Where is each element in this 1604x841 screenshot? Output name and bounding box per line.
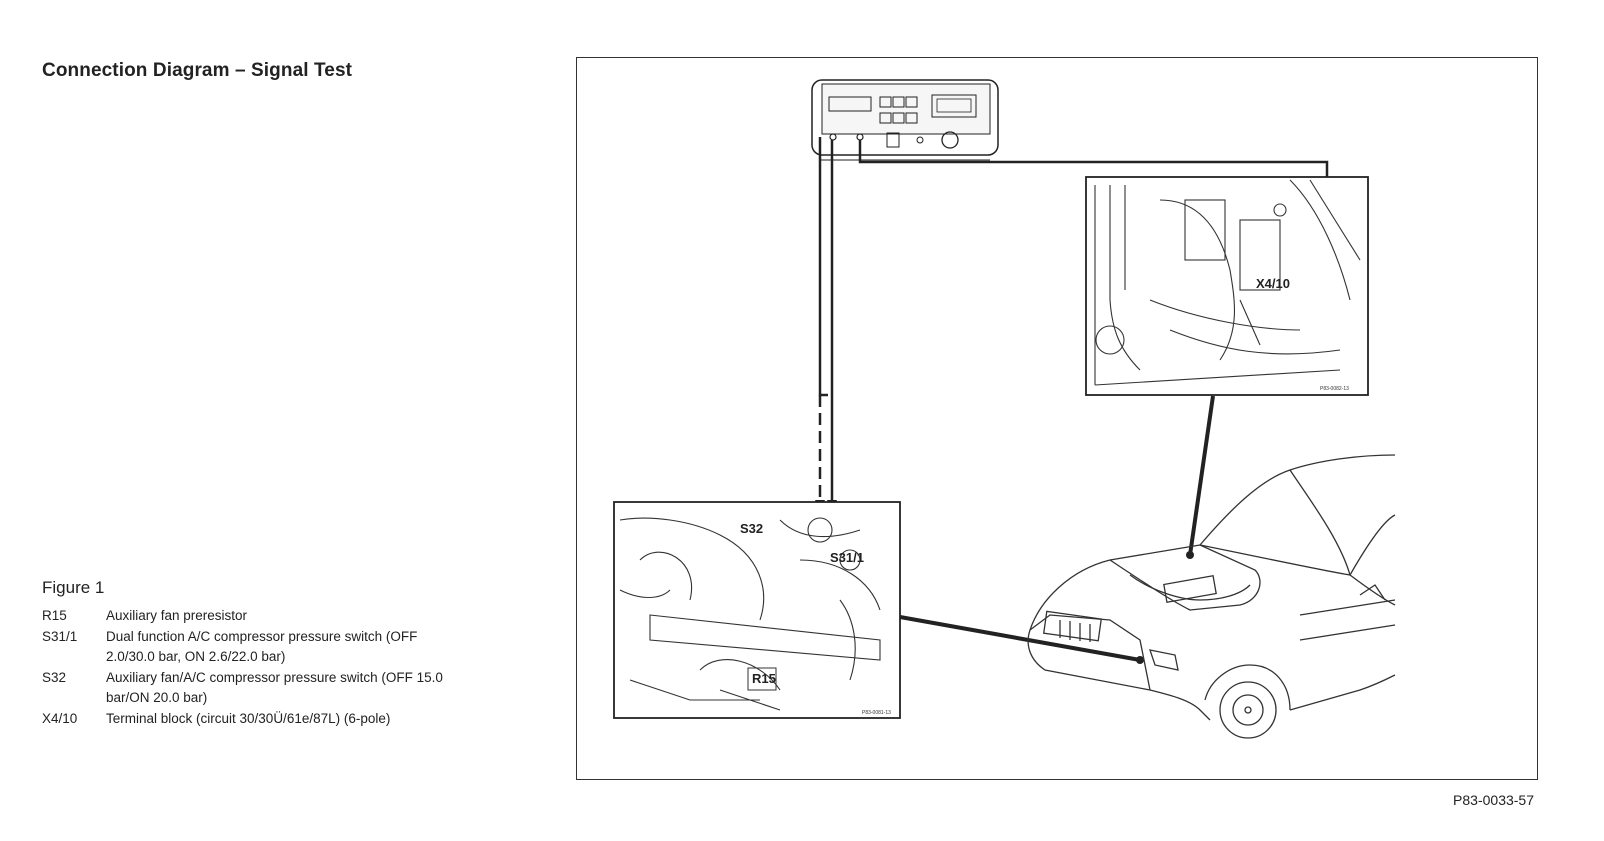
callout-x4-10: X4/10	[1256, 276, 1290, 291]
legend-item: S31/1 Dual function A/C compressor press…	[42, 627, 466, 668]
legend-code: R15	[42, 608, 67, 623]
legend-item: X4/10 Terminal block (circuit 30/30Ü/61e…	[42, 709, 466, 730]
inset-terminal-block: X4/10 P83-0082-13	[1085, 176, 1369, 396]
car-illustration	[1027, 454, 1396, 739]
tester-device	[811, 79, 999, 161]
legend-code: X4/10	[42, 710, 78, 726]
inset-pressure-switches: S32 S31/1 R15 P83-0081-13	[613, 501, 901, 719]
leader-lines	[899, 395, 1215, 662]
figure-label: Figure 1	[42, 578, 105, 597]
inset-ref-lower: P83-0081-13	[862, 710, 891, 716]
inset-ref-upper: P83-0082-13	[1320, 386, 1349, 392]
legend-text: Auxiliary fan/A/C compressor pressure sw…	[106, 669, 443, 706]
legend: R15 Auxiliary fan preresistor S31/1 Dual…	[42, 606, 466, 729]
callout-r15: R15	[752, 671, 776, 686]
legend-code: S31/1	[42, 628, 78, 644]
figure-reference: P83-0033-57	[1453, 792, 1534, 808]
legend-item: S32 Auxiliary fan/A/C compressor pressur…	[42, 668, 466, 709]
diagram-frame	[576, 57, 1538, 780]
legend-text: Terminal block (circuit 30/30Ü/61e/87L) …	[106, 710, 391, 726]
callout-s31-1: S31/1	[830, 550, 864, 565]
legend-code: S32	[42, 669, 67, 685]
legend-text: Dual function A/C compressor pressure sw…	[106, 628, 418, 665]
page-title: Connection Diagram – Signal Test	[42, 60, 353, 81]
legend-text: Auxiliary fan preresistor	[106, 608, 248, 623]
leader-dots	[1136, 551, 1194, 664]
callout-s32: S32	[740, 521, 763, 536]
legend-item: R15 Auxiliary fan preresistor	[42, 606, 466, 627]
